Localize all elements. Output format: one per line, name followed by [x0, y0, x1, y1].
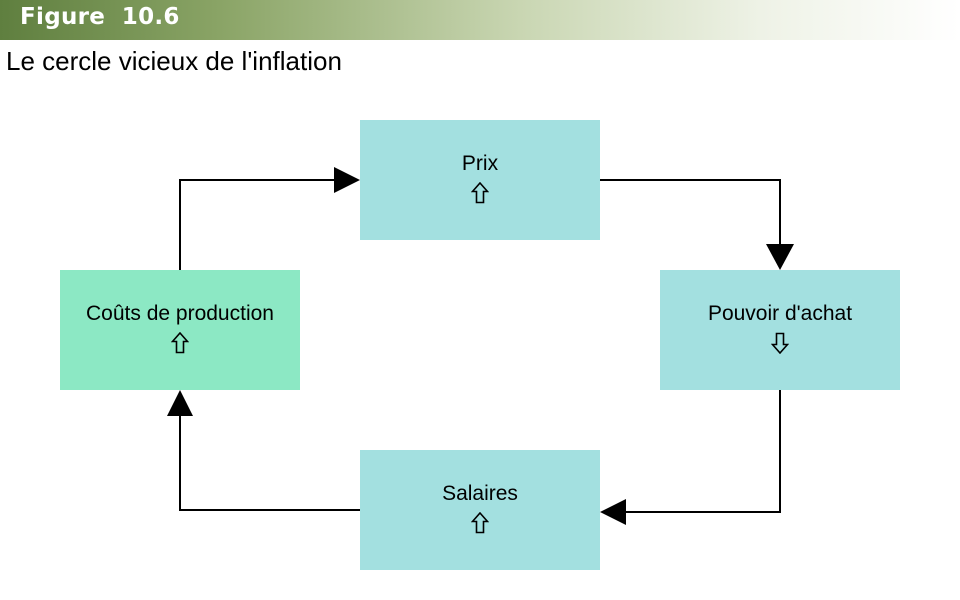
- arrowhead-to-salaires: [600, 499, 626, 525]
- up-arrow-icon: [471, 182, 489, 204]
- arrowhead-to-prix: [334, 167, 360, 193]
- arrowhead-to-couts: [167, 390, 193, 416]
- connector-salaires-to-couts: [179, 414, 360, 511]
- figure-label: Figure 10.6: [20, 4, 180, 30]
- figure-banner: Figure 10.6: [0, 0, 960, 40]
- connector-pouvoir-to-salaires: [624, 390, 781, 513]
- box-salaires: Salaires: [360, 450, 600, 570]
- box-couts-production: Coûts de production: [60, 270, 300, 390]
- box-pouvoir-achat-label: Pouvoir d'achat: [707, 302, 853, 325]
- down-arrow-icon: [771, 332, 789, 354]
- box-pouvoir-achat: Pouvoir d'achat: [660, 270, 900, 390]
- diagram-title: Le cercle vicieux de l'inflation: [6, 46, 342, 76]
- up-arrow-icon: [471, 512, 489, 534]
- box-prix: Prix: [360, 120, 600, 240]
- arrowhead-to-pouvoir: [766, 244, 794, 270]
- box-couts-production-label: Coûts de production: [86, 302, 274, 325]
- connector-prix-to-pouvoir: [600, 179, 781, 248]
- connector-couts-to-prix: [179, 179, 336, 270]
- box-prix-label: Prix: [461, 152, 499, 175]
- box-salaires-label: Salaires: [442, 482, 518, 505]
- up-arrow-icon: [171, 332, 189, 354]
